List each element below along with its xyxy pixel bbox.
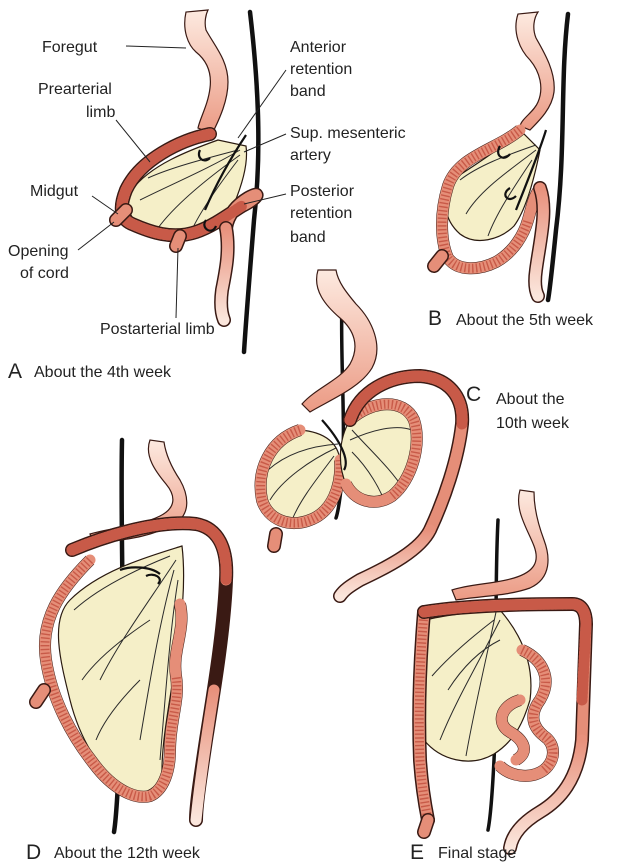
label-midgut: Midgut [30,183,79,200]
panel-e-caption: Final stage [438,845,516,862]
panel-a-drawing [116,10,258,352]
panel-b-letter: B [428,307,442,330]
panel-c-caption-group: C About the 10th week [466,383,570,432]
panel-e-drawing [419,490,586,848]
panel-b-caption: About the 5th week [456,312,594,329]
panel-a-caption: About the 4th week [34,364,172,381]
panel-d-letter: D [26,841,41,864]
panel-d-caption: About the 12th week [54,845,201,862]
label-posterior-1: Posterior [290,183,355,200]
label-opening-2: of cord [20,265,69,282]
panel-e-caption-group: E Final stage [410,841,516,864]
panel-c-caption-1: About the [496,391,565,408]
panel-a-letter: A [8,360,22,383]
label-anterior-1: Anterior [290,39,347,56]
label-anterior-3: band [290,83,326,100]
label-sma-1: Sup. mesenteric [290,125,406,142]
label-prearterial-2: limb [86,104,115,121]
panel-d-drawing [36,440,226,832]
panel-b-drawing [434,12,568,300]
panel-c-letter: C [466,383,481,406]
panel-e-letter: E [410,841,424,864]
label-anterior-2: retention [290,61,352,78]
label-postarterial: Postarterial limb [100,321,215,338]
label-prearterial-1: Prearterial [38,81,112,98]
panel-c-caption-2: 10th week [496,415,570,432]
label-posterior-2: retention [290,205,352,222]
label-foregut: Foregut [42,39,98,56]
label-posterior-3: band [290,229,326,246]
label-opening-1: Opening [8,243,69,260]
panel-d-caption-group: D About the 12th week [26,841,201,864]
panel-b-caption-group: B About the 5th week [428,307,594,330]
label-sma-2: artery [290,147,331,164]
